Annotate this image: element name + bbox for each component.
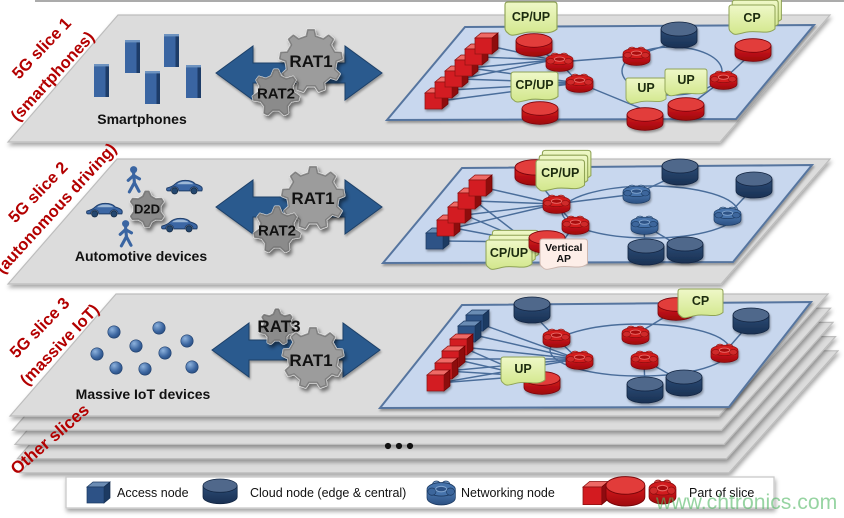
svg-text:D2D: D2D <box>134 202 160 217</box>
svg-text:RAT2: RAT2 <box>257 85 295 102</box>
svg-text:Cloud node (edge & central): Cloud node (edge & central) <box>250 486 406 500</box>
svg-text:CP: CP <box>743 11 760 25</box>
svg-text:Access node: Access node <box>117 486 189 500</box>
svg-text:RAT1: RAT1 <box>289 351 332 370</box>
svg-text:Part of slice: Part of slice <box>689 486 754 500</box>
svg-text:RAT1: RAT1 <box>289 52 332 71</box>
svg-text:Vertical: Vertical <box>545 242 582 254</box>
svg-text:RAT1: RAT1 <box>291 189 334 208</box>
svg-text:RAT2: RAT2 <box>258 222 296 239</box>
svg-text:Massive IoT devices: Massive IoT devices <box>76 386 211 402</box>
svg-text:CP/UP: CP/UP <box>490 246 528 260</box>
svg-text:Automotive devices: Automotive devices <box>75 248 207 264</box>
svg-text:CP/UP: CP/UP <box>541 166 579 180</box>
svg-text:UP: UP <box>677 73 694 87</box>
svg-text:CP/UP: CP/UP <box>515 78 553 92</box>
svg-text:CP: CP <box>692 294 709 308</box>
svg-text:Smartphones: Smartphones <box>97 111 187 127</box>
svg-text:Networking node: Networking node <box>461 486 555 500</box>
svg-text:www.chtronics.com: www.chtronics.com <box>655 491 837 514</box>
svg-text:RAT3: RAT3 <box>257 317 300 336</box>
svg-text:CP/UP: CP/UP <box>512 10 550 24</box>
svg-text:UP: UP <box>637 81 654 95</box>
svg-text:AP: AP <box>556 253 571 265</box>
svg-text:UP: UP <box>514 362 531 376</box>
